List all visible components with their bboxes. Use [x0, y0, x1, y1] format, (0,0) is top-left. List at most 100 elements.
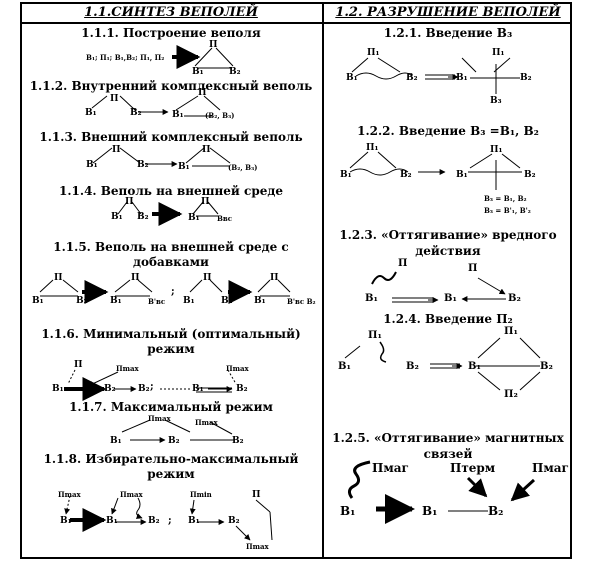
- left-column-title: 1.1.СИНТЕЗ ВЕПОЛЕЙ: [84, 5, 258, 20]
- s116-b2-after: В₂: [236, 384, 248, 394]
- s124-b2-after: В₂: [540, 361, 553, 372]
- s125-b1-mid: В₁: [422, 504, 438, 518]
- s115-b2-1: В₂: [76, 296, 88, 306]
- s123-b1-mid: В₁: [444, 293, 457, 304]
- s116-b1: В₁: [52, 384, 64, 394]
- section-1-1-5-title-line1: 1.1.5. Веполь на внешней среде с: [53, 240, 289, 254]
- s115-bvsd-4: В'вс В₂: [287, 297, 316, 306]
- s121-b1: В₁: [346, 73, 358, 83]
- s125-pmag-1: Пмаг: [372, 461, 409, 475]
- s114-b2: В₂: [137, 212, 149, 222]
- s124-p1: П₁: [368, 330, 382, 341]
- s121-b1-after: В₁: [456, 73, 468, 83]
- section-1-2-4-title: 1.2.4. Введение П₂: [383, 312, 513, 326]
- s118-pmax-2: Пmax: [120, 490, 143, 499]
- section-1-2-5-title-line1: 1.2.5. «Оттягивание» магнитных: [332, 431, 564, 445]
- s122-p1-after: П₁: [490, 145, 503, 155]
- s116-pmax-after: Пmax: [226, 364, 249, 373]
- s122-note2: В₃ = В'₁, В'₂: [484, 206, 531, 215]
- s118-b1-mid: В₁: [106, 516, 118, 526]
- section-1-1-6-title-line1: 1.1.6. Минимальный (оптимальный): [41, 327, 301, 341]
- s125-b2: В₂: [488, 504, 504, 518]
- s113-b1: В₁: [86, 160, 98, 170]
- s121-p1-after: П₁: [492, 48, 505, 58]
- s122-b2: В₂: [400, 170, 412, 180]
- s118-b2: В₂: [148, 516, 160, 526]
- s115-b1-1: В₁: [32, 296, 44, 306]
- s112-p-after: П: [198, 88, 207, 98]
- s123-b1: В₁: [365, 293, 378, 304]
- section-1-1-2-title: 1.1.2. Внутренний комплексный веполь: [29, 79, 313, 93]
- section-1-2-1-title: 1.2.1. Введение В₃: [383, 26, 513, 40]
- s121-b3-after: В₃: [490, 96, 502, 106]
- s112-b1: В₁: [85, 108, 97, 118]
- s114-p-after: П: [201, 197, 210, 207]
- s116-separator: ;: [150, 381, 154, 392]
- s118-pmin: Пmin: [190, 490, 212, 499]
- s112-b23-after: (В₂, В₃): [205, 111, 235, 120]
- s121-b2-after: В₂: [520, 73, 532, 83]
- table-frame: [20, 2, 572, 559]
- s122-b1-after: В₁: [456, 170, 468, 180]
- s122-b2-after: В₂: [524, 170, 536, 180]
- s115-b2-3: В₂: [221, 296, 233, 306]
- s111-p: П: [209, 40, 218, 50]
- s123-b2: В₂: [508, 293, 521, 304]
- right-header-underline: [324, 22, 572, 24]
- s116-p: П: [74, 360, 83, 370]
- s113-b2: В₂: [137, 160, 149, 170]
- section-1-2-3-title-line2: действия: [415, 244, 481, 258]
- s116-pmax: Пmax: [116, 364, 139, 373]
- s124-b1-after: В₁: [468, 361, 481, 372]
- s124-b2: В₂: [406, 361, 419, 372]
- s125-b1: В₁: [340, 504, 356, 518]
- s115-p-3: П: [203, 273, 212, 283]
- s111-b2: В₂: [229, 67, 241, 77]
- s111-b1: В₁: [192, 67, 204, 77]
- s118-pmax-1: Пmax: [58, 490, 81, 499]
- s111-given: В₁; П₁; В₁,В₂; П₁, П₂: [86, 53, 165, 62]
- s114-bvs-after: Ввс: [217, 214, 233, 223]
- s124-b1: В₁: [338, 361, 351, 372]
- section-1-1-7-title: 1.1.7. Максимальный режим: [69, 400, 273, 414]
- section-1-1-3-title: 1.1.3. Внешний комплексный веполь: [39, 130, 303, 144]
- s122-b1: В₁: [340, 170, 352, 180]
- s115-b1-3: В₁: [183, 296, 195, 306]
- section-1-1-1-title: 1.1.1. Построение веполя: [81, 26, 261, 40]
- s113-b23-after: (В₂, В₃): [228, 163, 258, 172]
- s118-b1-after: В₁: [188, 516, 200, 526]
- s118-pmax-3: Пmax: [246, 542, 269, 551]
- s121-b2: В₂: [406, 73, 418, 83]
- s115-p-1: П: [54, 273, 63, 283]
- s125-pmag-2: Пмаг: [532, 461, 569, 475]
- s112-b1-after: В₁: [172, 110, 184, 120]
- s115-bvs-2: В'вс: [148, 297, 166, 306]
- s117-b2: В₂: [168, 436, 180, 446]
- s115-p-4: П: [270, 273, 279, 283]
- s114-p: П: [125, 197, 134, 207]
- s114-b1-after: В₁: [188, 213, 200, 223]
- s123-p-harm: П: [398, 258, 408, 269]
- s113-b1-after: В₁: [178, 162, 190, 172]
- section-1-2-5-title-line2: связей: [423, 447, 473, 461]
- s117-b2-after: В₂: [232, 436, 244, 446]
- column-divider: [322, 2, 324, 559]
- s117-pmax: Пmax: [148, 414, 171, 423]
- s116-b2-mid: В₂: [104, 384, 116, 394]
- s115-b1-2: В₁: [110, 296, 122, 306]
- s122-note1: В₃ = В₁, В₂: [484, 194, 527, 203]
- right-column-title: 1.2. РАЗРУШЕНИЕ ВЕПОЛЕЙ: [335, 5, 561, 20]
- s122-p1: П₁: [366, 143, 379, 153]
- s113-p-after: П: [202, 145, 211, 155]
- s123-p: П: [468, 263, 478, 274]
- s118-separator: ;: [168, 515, 172, 526]
- s118-p: П: [252, 490, 261, 500]
- s124-p2-after: П₂: [504, 389, 518, 400]
- s115-p-2: П: [131, 273, 140, 283]
- left-header-underline: [20, 22, 322, 24]
- s121-p1: П₁: [367, 48, 380, 58]
- section-1-2-3-title-line1: 1.2.3. «Оттягивание» вредного: [339, 228, 557, 242]
- s118-b2-after: В₂: [228, 516, 240, 526]
- section-1-2-2-title: 1.2.2. Введение В₃ =В₁, В₂: [357, 124, 539, 138]
